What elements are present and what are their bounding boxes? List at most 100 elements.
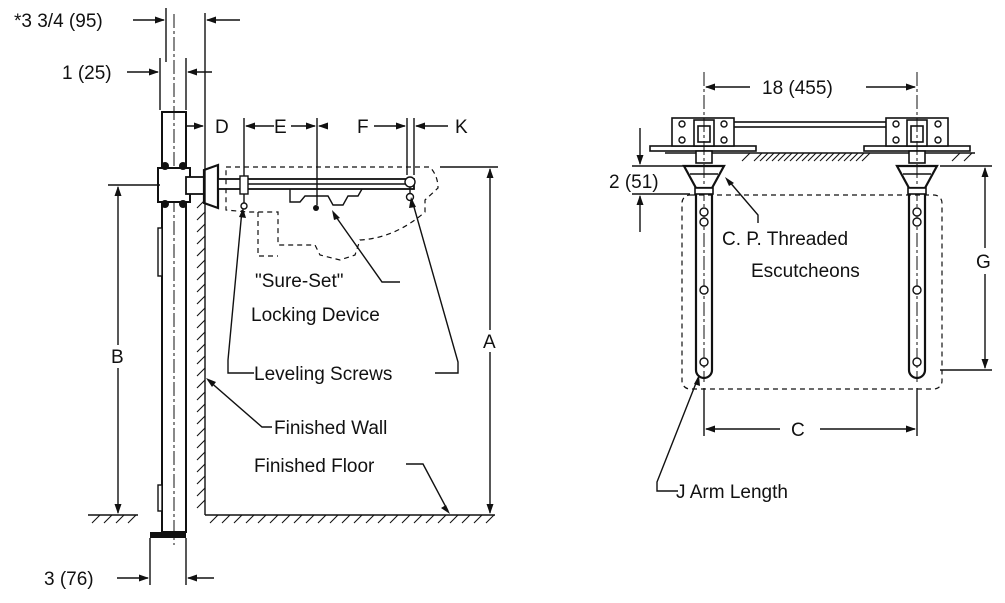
fixture-outline [225, 166, 439, 261]
hatch-mark [437, 514, 447, 524]
hatch-mark [461, 514, 471, 524]
arm-left [694, 194, 714, 380]
dim-escutcheon-height: 2 (51) [609, 128, 690, 232]
wall-line [196, 13, 206, 515]
dim-d-e-f-k: D E F K [186, 117, 468, 205]
dim-spacing-label: 18 (455) [762, 78, 833, 99]
hatch-mark [257, 514, 267, 524]
fixture-outline-front [681, 194, 943, 390]
dim-a: A [440, 166, 498, 514]
hatch-mark [801, 152, 811, 162]
wall-flange [185, 163, 220, 210]
hatch-mark [389, 514, 399, 524]
hatch-mark [449, 514, 459, 524]
carrier-post [150, 14, 191, 545]
hatch-mark [196, 235, 206, 245]
dim-spacing: 18 (455) [705, 78, 916, 99]
dim-c: C [703, 388, 918, 441]
hatch-mark [209, 514, 219, 524]
hatch-mark [196, 487, 206, 497]
letter-b: B [111, 347, 124, 368]
dim-post-offset: 1 (25) [62, 58, 212, 110]
hatch-mark [951, 152, 961, 162]
leveling-screws-text: Leveling Screws [254, 364, 392, 385]
dim-plate-offset-label: *3 3/4 (95) [14, 11, 103, 32]
support-arm [217, 178, 415, 211]
escutcheons-line2: Escutcheons [751, 261, 860, 282]
hatch-mark [196, 391, 206, 401]
hatch-mark [196, 223, 206, 233]
hatch-mark [196, 283, 206, 293]
letter-e: E [274, 117, 287, 138]
letter-d: D [215, 117, 229, 138]
hatch-mark [807, 152, 817, 162]
hatch-mark [196, 475, 206, 485]
floor-line [88, 514, 495, 524]
letter-a: A [483, 332, 496, 353]
hatch-mark [849, 152, 859, 162]
dim-foot-width-label: 3 (76) [44, 569, 94, 590]
label-sure-set: "Sure-Set" Locking Device [251, 210, 400, 326]
label-finished-wall: Finished Wall [206, 378, 387, 439]
hatch-mark [196, 259, 206, 269]
dim-g: G [940, 165, 992, 371]
hatch-mark [861, 152, 871, 162]
sure-set-line1: "Sure-Set" [255, 271, 343, 292]
label-escutcheons: C. P. Threaded Escutcheons [722, 177, 860, 282]
front-view: 18 (455) 2 (51) G C [609, 72, 992, 503]
hatch-mark [777, 152, 787, 162]
hatch-mark [789, 152, 799, 162]
dim-b: B [108, 184, 160, 514]
finished-floor-text: Finished Floor [254, 456, 375, 477]
hatch-mark [196, 367, 206, 377]
dim-plate-offset: *3 3/4 (95) [14, 8, 240, 62]
dim-foot-width: 3 (76) [44, 538, 214, 590]
hatch-mark [196, 355, 206, 365]
letter-g: G [976, 252, 991, 273]
hatch-mark [196, 451, 206, 461]
hatch-mark [341, 514, 351, 524]
hatch-mark [196, 427, 206, 437]
side-view: *3 3/4 (95) 1 (25) D E F K [14, 8, 498, 590]
hatch-mark [317, 514, 327, 524]
hatch-mark [837, 152, 847, 162]
hatch-mark [741, 152, 751, 162]
hatch-mark [196, 463, 206, 473]
hatch-mark [196, 331, 206, 341]
hatch-mark [196, 403, 206, 413]
label-leveling-screws: Leveling Screws [227, 197, 459, 385]
letter-c: C [791, 420, 805, 441]
hatch-mark [196, 295, 206, 305]
hatch-mark [196, 439, 206, 449]
hatch-mark [196, 307, 206, 317]
hatch-mark [425, 514, 435, 524]
hatch-mark [963, 152, 973, 162]
hatch-mark [765, 152, 775, 162]
hatch-mark [365, 514, 375, 524]
hatch-mark [377, 514, 387, 524]
hatch-mark [353, 514, 363, 524]
leveling-screw-rear [239, 175, 249, 210]
hatch-mark [819, 152, 829, 162]
hatch-mark [233, 514, 243, 524]
hatch-mark [759, 152, 769, 162]
hatch-mark [269, 514, 279, 524]
finished-wall-text: Finished Wall [274, 418, 387, 439]
hatch-mark [753, 152, 763, 162]
dim-escutcheon-height-label: 2 (51) [609, 172, 659, 193]
hatch-mark [196, 271, 206, 281]
hatch-mark [413, 514, 423, 524]
label-j-arm-length: J Arm Length [656, 375, 788, 503]
hatch-mark [245, 514, 255, 524]
letter-f: F [357, 117, 369, 138]
label-finished-floor: Finished Floor [254, 456, 450, 514]
hatch-mark [783, 152, 793, 162]
letter-k: K [455, 117, 468, 138]
hatch-mark [221, 514, 231, 524]
hatch-mark [196, 415, 206, 425]
escutcheon-right [895, 164, 939, 195]
escutcheon-left [682, 164, 726, 195]
hatch-mark [196, 319, 206, 329]
hatch-mark [843, 152, 853, 162]
